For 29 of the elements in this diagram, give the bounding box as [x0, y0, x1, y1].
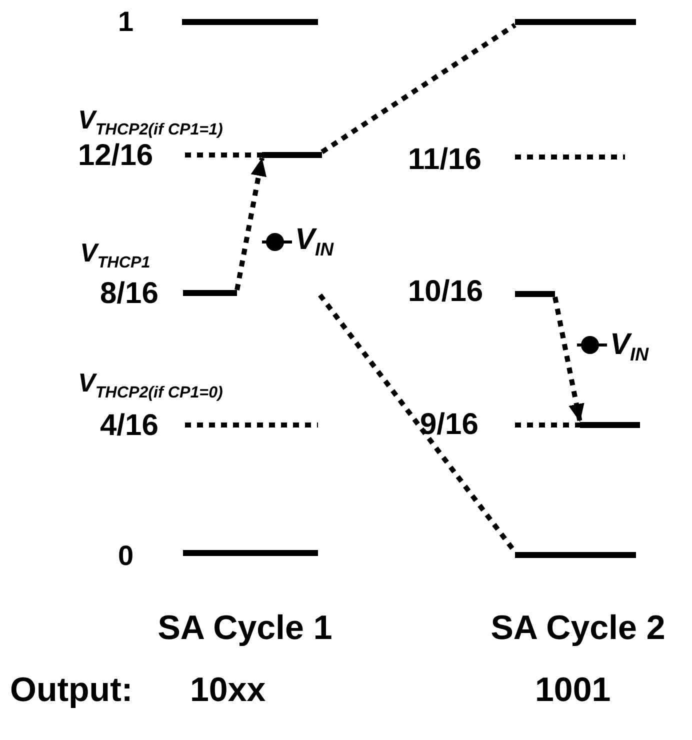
- arrow: [234, 158, 266, 290]
- output-label: Output:: [10, 673, 133, 707]
- level-bar: [183, 290, 237, 296]
- input-voltage-label: V$_{IN}$: [295, 224, 334, 260]
- level-bar: [183, 550, 318, 556]
- level-value-label: 4/16: [100, 411, 158, 441]
- level-bar: [262, 152, 322, 158]
- arrow: [552, 296, 584, 422]
- level-value-label: 8/16: [100, 279, 158, 309]
- output-value: 10xx: [190, 673, 266, 707]
- level-value-label: 9/16: [420, 410, 478, 440]
- level-value-label: 0: [118, 542, 134, 570]
- level-bar: [515, 19, 636, 25]
- threshold-voltage-label: V$_{THCP1}$: [80, 240, 150, 270]
- cycle-label: SA Cycle 1: [158, 611, 332, 645]
- level-bar: [515, 552, 636, 558]
- threshold-voltage-label: V$_{THCP2(if CP1=0)}$: [78, 370, 223, 400]
- level-bar: [580, 422, 640, 428]
- level-value-label: 11/16: [408, 145, 482, 175]
- level-value-label: 1: [118, 8, 134, 36]
- projection-line: [320, 22, 516, 154]
- threshold-voltage-label: V$_{THCP2(if CP1=1)}$: [78, 106, 223, 138]
- output-value: 1001: [535, 673, 611, 707]
- input-voltage-label: V$_{IN}$: [610, 330, 649, 364]
- level-bar: [182, 19, 318, 25]
- level-value-label: 10/16: [408, 277, 484, 307]
- level-value-label: 12/16: [78, 141, 154, 171]
- cycle-label: SA Cycle 2: [490, 611, 666, 645]
- level-bar: [515, 291, 555, 297]
